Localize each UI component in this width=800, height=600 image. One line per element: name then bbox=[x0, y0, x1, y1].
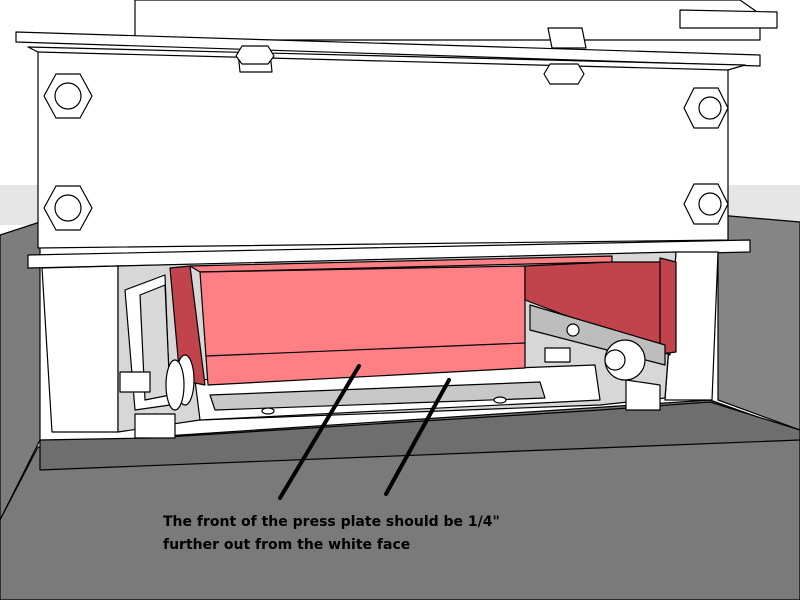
press-plate-left-side bbox=[169, 265, 206, 386]
annotation-line-1: The front of the press plate should be 1… bbox=[163, 514, 500, 530]
ground-right bbox=[717, 214, 800, 431]
left-leg bbox=[41, 265, 119, 433]
leader-line-left bbox=[278, 364, 361, 500]
front-block bbox=[27, 46, 746, 249]
lower-frame-inner bbox=[209, 381, 546, 411]
upper-side bbox=[679, 9, 778, 29]
annotation-line-2: further out from the white face bbox=[163, 537, 411, 553]
top-plate-back bbox=[134, 0, 761, 41]
top-nut-right bbox=[547, 27, 587, 49]
lower-plate bbox=[27, 239, 751, 269]
annotation-text: The front of the press plate should be 1… bbox=[163, 511, 683, 557]
leader-line-right bbox=[384, 378, 451, 496]
top-rail bbox=[15, 31, 761, 67]
press-plate-front bbox=[199, 265, 526, 386]
press-plate-right-end bbox=[659, 257, 677, 355]
